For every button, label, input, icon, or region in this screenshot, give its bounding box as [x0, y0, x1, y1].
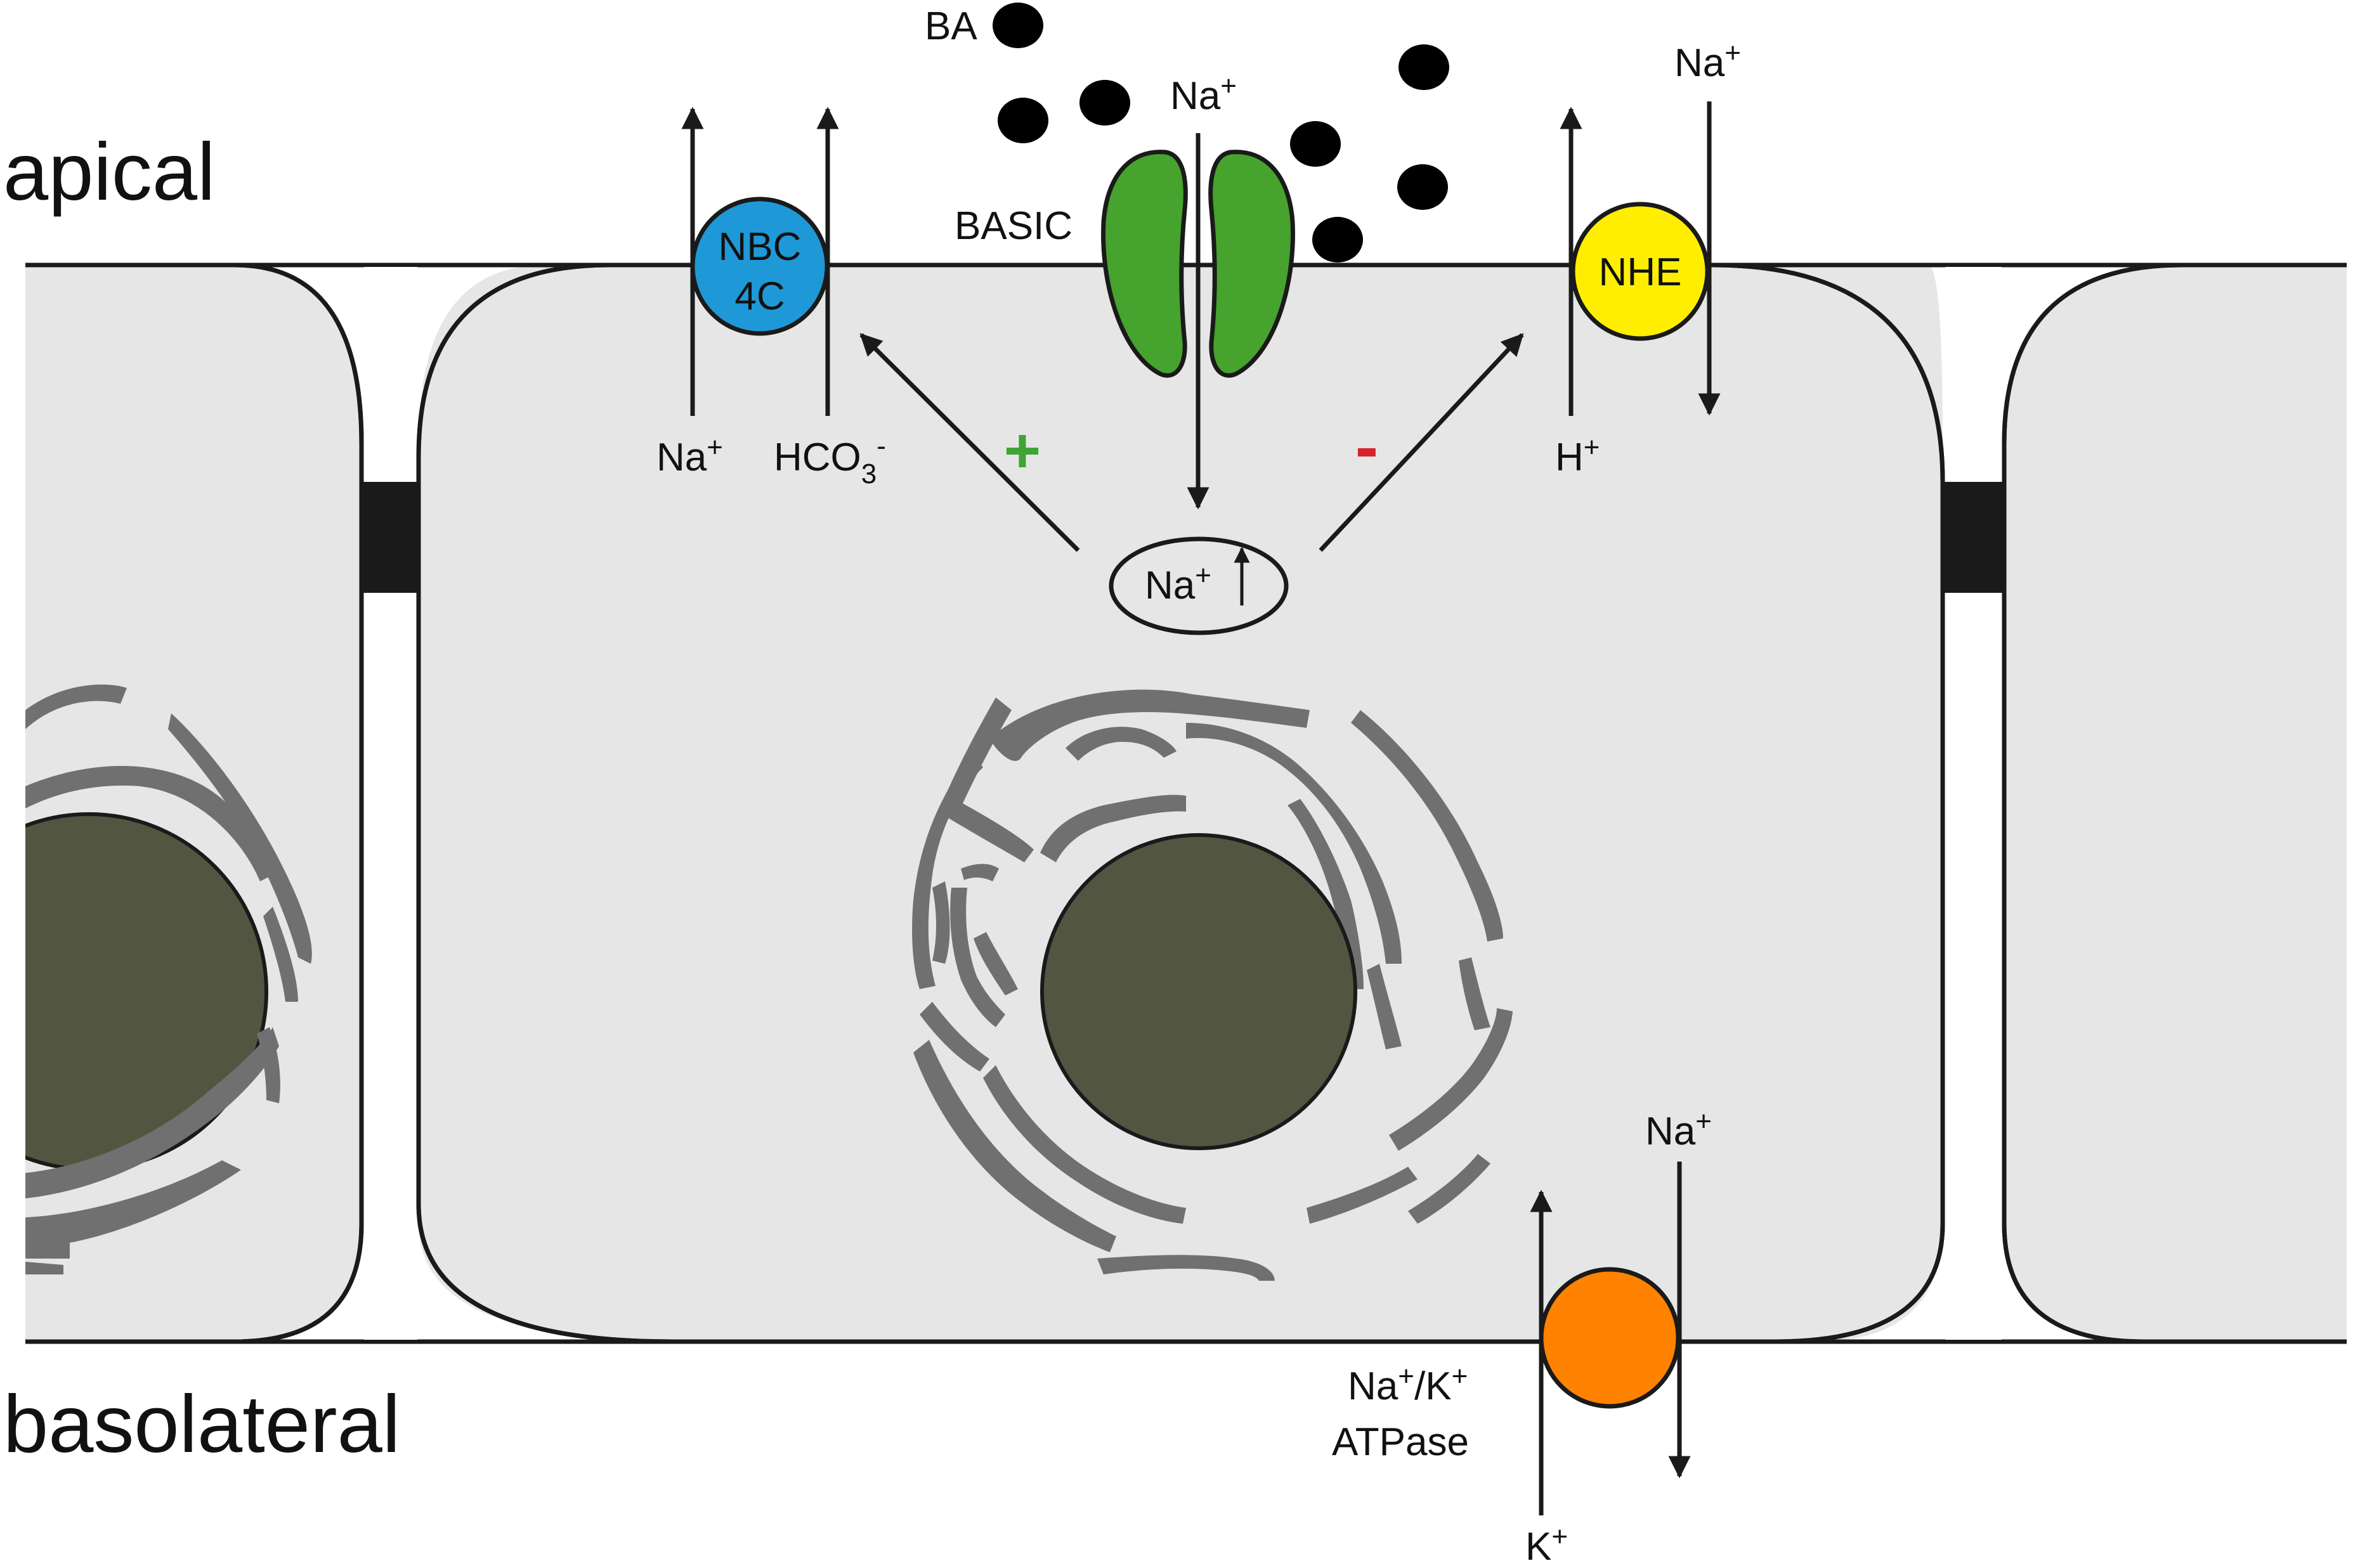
nhe-proton-label: H+ — [1555, 432, 1600, 479]
nbc-label-line2: 4C — [734, 275, 785, 318]
bile-acid-dot — [1397, 164, 1448, 210]
nbc-sodium-label: Na+ — [656, 432, 723, 479]
nbc-bicarbonate-label: HCO3- — [774, 431, 886, 489]
minus-sign: - — [1355, 408, 1379, 486]
pump-name-line1: Na+/K+ — [1348, 1361, 1468, 1408]
intracellular-sodium: Na+ — [1109, 536, 1289, 635]
left-cell — [25, 262, 364, 1344]
tight-junction-right — [1943, 482, 2004, 593]
plus-sign: + — [1004, 415, 1041, 486]
bile-acid-dot — [1079, 80, 1130, 126]
stimulation-arrow — [859, 333, 1080, 552]
tight-junction-left — [362, 482, 420, 593]
bile-acid-dot — [998, 98, 1048, 143]
basic-channel: BASIC Na+ — [955, 70, 1295, 510]
left-er — [25, 684, 312, 1274]
nbc-circle — [690, 197, 830, 336]
intracellular-sodium-label: Na+ — [1145, 560, 1211, 607]
bile-acid-particles — [993, 3, 1449, 262]
basolateral-label: basolateral — [3, 1379, 400, 1470]
nhe-sodium-label: Na+ — [1674, 37, 1741, 85]
central-er — [912, 689, 1513, 1281]
nbc-transporter: NBC 4C Na+ HCO3- — [656, 107, 886, 489]
central-nucleus — [1040, 833, 1357, 1150]
apical-label: apical — [3, 127, 215, 217]
pump-potassium-label: K+ — [1525, 1521, 1568, 1568]
bile-acid-dot — [993, 3, 1043, 48]
nhe-transporter: NHE H+ Na+ — [1555, 37, 1741, 479]
basic-label: BASIC — [955, 204, 1072, 248]
bile-acid-dot — [1312, 217, 1363, 262]
inhibition-arrow — [1319, 333, 1524, 552]
pump-name-line2: ATPase — [1332, 1420, 1469, 1464]
ligand-label: BA — [925, 4, 977, 48]
nhe-circle — [1570, 202, 1710, 341]
pump-circle — [1539, 1267, 1681, 1409]
basic-sodium-label: Na+ — [1170, 70, 1237, 118]
bile-acid-dot — [1398, 44, 1449, 90]
sodium-potassium-pump: Na+ Na+/K+ ATPase K+ — [1332, 1106, 1712, 1568]
basic-left-subunit — [1101, 150, 1188, 378]
nbc-label-line1: NBC — [719, 225, 802, 269]
bile-acid-dot — [1290, 121, 1341, 167]
pump-sodium-label: Na+ — [1645, 1106, 1712, 1153]
right-cell — [2002, 262, 2347, 1344]
nhe-label: NHE — [1599, 250, 1682, 294]
sodium-oval — [1109, 536, 1289, 635]
basic-right-subunit — [1208, 150, 1295, 378]
